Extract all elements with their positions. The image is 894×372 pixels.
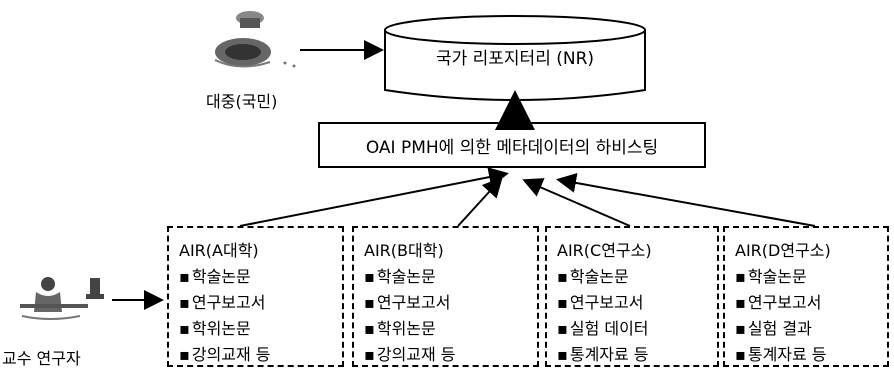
- air-title: AIR(B대학): [364, 241, 444, 260]
- professor-label: 교수 연구자: [2, 349, 81, 368]
- air-box-a: AIR(A대학) 학술논문 연구보고서 학위논문 강의교재 등: [167, 226, 344, 367]
- public-icon: [214, 11, 296, 68]
- air-item: 강의교재 등: [179, 342, 342, 368]
- arrow-air-c: [522, 178, 631, 227]
- air-title: AIR(C연구소): [557, 241, 652, 260]
- harvesting-box: OAI PMH에 의한 메타데이터의 하비스팅: [318, 122, 706, 168]
- air-item: 통계자료 등: [557, 342, 717, 368]
- arrow-air-b: [457, 177, 503, 227]
- air-box-b: AIR(B대학) 학술논문 연구보고서 학위논문 강의교재 등: [352, 226, 539, 367]
- professor-icon: [20, 277, 104, 320]
- air-item: 연구보고서: [179, 290, 342, 316]
- air-item: 학위논문: [179, 316, 342, 342]
- air-title: AIR(A대학): [179, 241, 259, 260]
- air-item: 학술논문: [735, 264, 887, 290]
- harvesting-label: OAI PMH에 의한 메타데이터의 하비스팅: [365, 137, 659, 158]
- air-item: 학술논문: [364, 264, 537, 290]
- air-item: 통계자료 등: [735, 342, 887, 368]
- arrow-air-a: [239, 167, 509, 227]
- air-box-d: AIR(D연구소) 학술논문 연구보고서 실험 결과 통계자료 등: [723, 226, 889, 367]
- air-title: AIR(D연구소): [735, 241, 831, 260]
- air-item: 연구보고서: [735, 290, 887, 316]
- air-item: 연구보고서: [364, 290, 537, 316]
- public-label: 대중(국민): [206, 92, 278, 111]
- air-item: 학위논문: [364, 316, 537, 342]
- repository-label: 국가 리포지터리 (NR): [435, 49, 595, 69]
- air-item: 실험 결과: [735, 316, 887, 342]
- air-item: 실험 데이터: [557, 316, 717, 342]
- air-item: 연구보고서: [557, 290, 717, 316]
- air-item: 학술논문: [557, 264, 717, 290]
- air-box-c: AIR(C연구소) 학술논문 연구보고서 실험 데이터 통계자료 등: [545, 226, 719, 367]
- repository-cylinder: [384, 15, 646, 101]
- air-item: 학술논문: [179, 264, 342, 290]
- arrow-air-d: [556, 172, 816, 227]
- air-item: 강의교재 등: [364, 342, 537, 368]
